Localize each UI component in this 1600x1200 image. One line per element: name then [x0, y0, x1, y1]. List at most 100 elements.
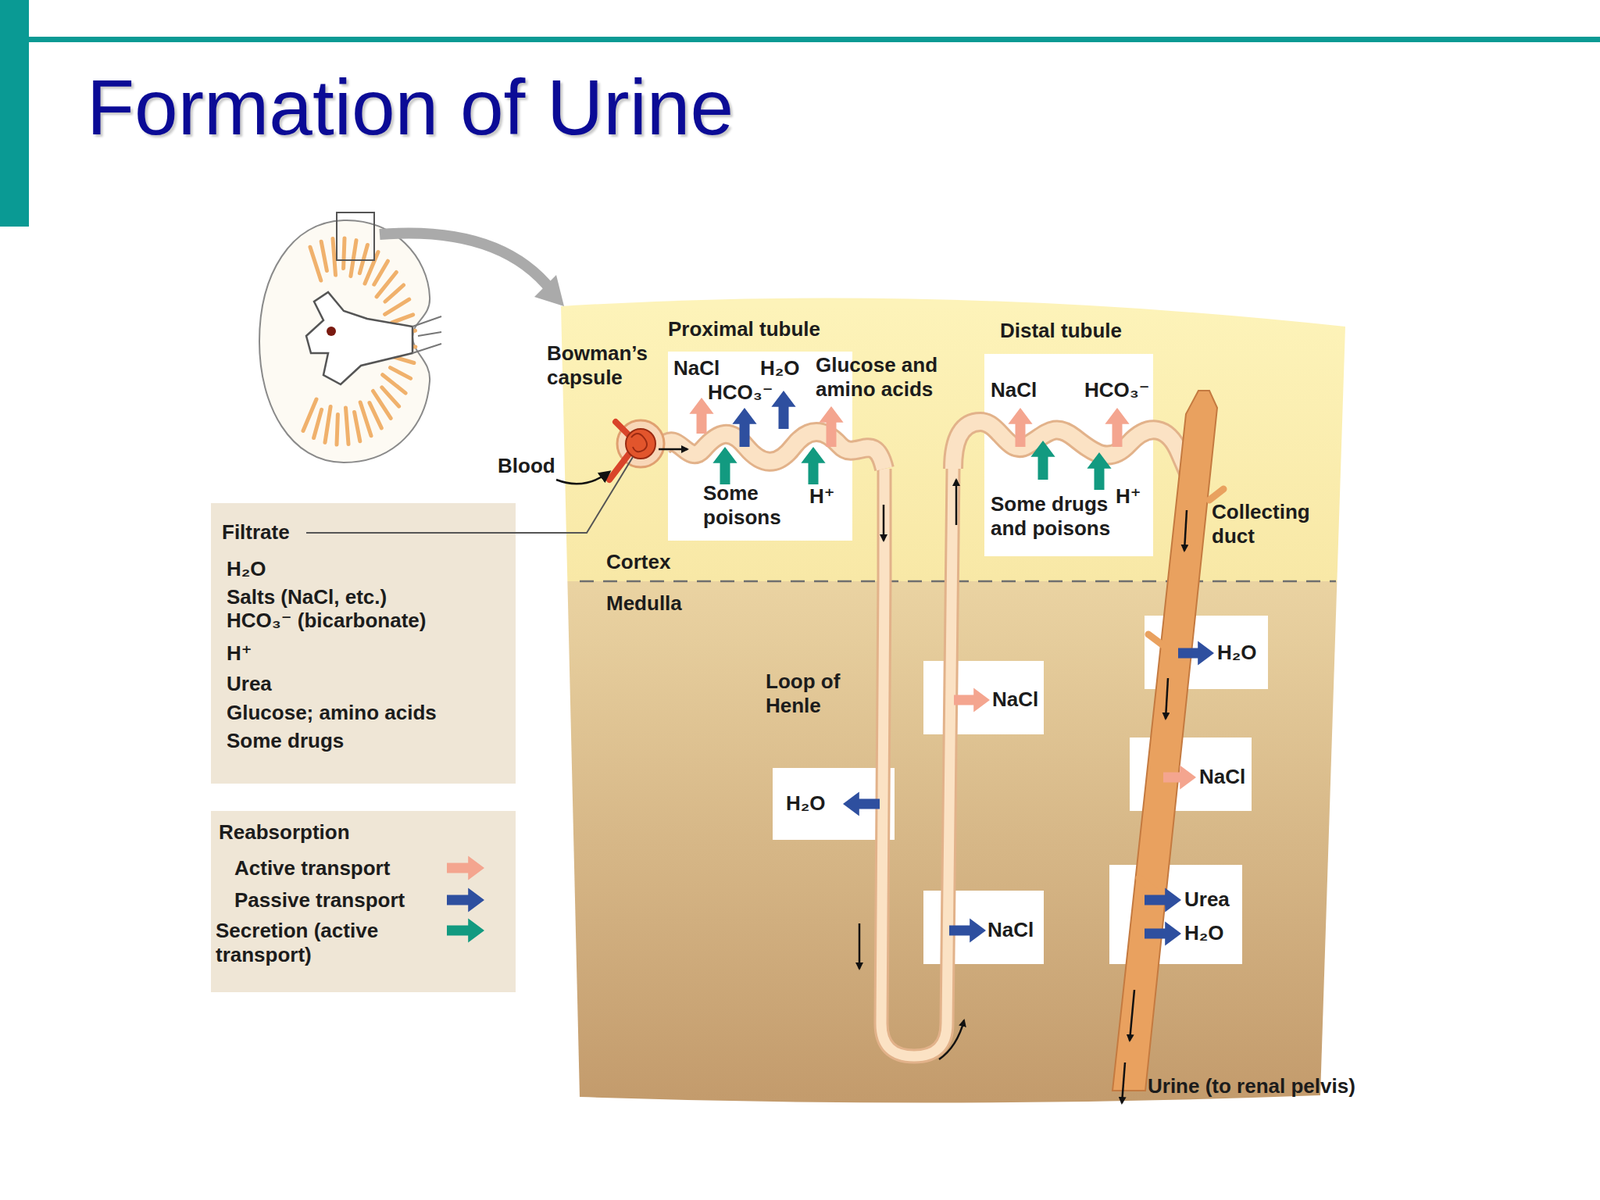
kidney-pyramid — [385, 299, 410, 315]
loop-of-henle — [881, 468, 954, 1057]
box-text: NaCl — [992, 687, 1044, 712]
kidney-pyramids — [303, 238, 416, 445]
accent-line — [28, 36, 1600, 43]
legend-swatch — [442, 885, 490, 915]
part-label: Medulla — [606, 591, 732, 616]
box-text: H₂O — [1217, 640, 1268, 665]
transport-arrow — [771, 390, 796, 429]
transport-arrow — [1163, 764, 1197, 790]
box-text: NaCl — [673, 356, 736, 381]
part-label: Bowman’s capsule — [546, 341, 665, 390]
zoom-square — [336, 212, 375, 261]
transport-box: NaCl — [923, 660, 1044, 735]
flow-arrow — [658, 448, 688, 451]
transport-arrow — [1178, 640, 1215, 665]
box-text: H₂O — [760, 356, 823, 381]
transport-arrow — [1007, 407, 1033, 447]
proximal-tubule-outline — [662, 432, 885, 469]
box-text: NaCl — [990, 378, 1054, 403]
box-text: H₂O — [226, 557, 461, 582]
transport-box: Distal tubuleNaClHCO₃⁻Some drugs and poi… — [984, 353, 1154, 557]
kidney-pyramid — [332, 239, 336, 276]
transport-arrow — [800, 446, 825, 485]
loop-of-henle-outline — [881, 468, 954, 1057]
box-text: Glucose and amino acids — [815, 353, 965, 402]
box-text: HCO₃⁻ — [1084, 378, 1155, 403]
transport-box: H₂O — [772, 767, 895, 840]
kidney-pyramid — [350, 240, 357, 277]
transport-arrows — [689, 390, 1215, 947]
part-label: Loop of Henle — [765, 669, 868, 718]
part-label: Reabsorption — [218, 820, 454, 845]
kidney-pyramid — [310, 246, 322, 281]
kidney-pyramid — [336, 414, 338, 446]
kidney-pyramid — [389, 330, 416, 335]
flow-arrow — [1165, 678, 1168, 719]
leader-line — [306, 457, 633, 533]
legend-swatch — [442, 916, 490, 945]
box-text: H₂O — [785, 791, 838, 816]
bowmans-capsule — [617, 420, 665, 468]
kidney-pyramid — [382, 375, 406, 393]
box-text: H⁺ — [226, 641, 305, 666]
part-label: Collecting duct — [1211, 500, 1329, 549]
box-text: Salts (NaCl, etc.) — [226, 585, 493, 610]
transport-arrow — [732, 407, 757, 447]
flow-arrow — [1129, 989, 1135, 1041]
transport-arrow — [1144, 921, 1182, 946]
flow-arrow — [955, 479, 958, 525]
transport-box: FiltrateH₂OSalts (NaCl, etc.)HCO₃⁻ (bica… — [210, 503, 516, 784]
transport-arrow — [1104, 407, 1129, 447]
box-text: HCO₃⁻ — [707, 380, 786, 405]
ureter — [412, 316, 442, 354]
transport-arrow — [818, 406, 843, 447]
part-label: Cortex — [606, 550, 716, 575]
kidney-pyramid — [392, 314, 414, 323]
box-heading: Proximal tubule — [667, 317, 903, 342]
proximal-tubule — [662, 432, 885, 469]
legend-text: Passive transport — [234, 888, 438, 913]
cortex-medulla-boundary — [579, 580, 1336, 583]
kidney-pyramid — [369, 403, 382, 429]
kidney-section-panel — [560, 298, 1346, 1104]
box-text: Some drugs and poisons — [990, 492, 1116, 541]
flow-arrow — [939, 1020, 965, 1060]
transport-arrow — [842, 791, 880, 816]
kidney-pyramid — [385, 285, 404, 302]
kidney-pyramid — [359, 245, 368, 274]
kidney-pyramid — [373, 391, 392, 419]
legend-text: Secretion (active transport) — [215, 918, 435, 968]
kidney-pyramid — [321, 241, 327, 271]
kidney-pyramid — [393, 345, 416, 347]
box-text: H₂O — [1184, 921, 1236, 946]
kidney-pyramid — [325, 407, 331, 443]
glomerulus-loops — [631, 433, 647, 452]
box-text: HCO₃⁻ (bicarbonate) — [226, 608, 508, 633]
transport-box: NaCl — [1129, 737, 1252, 811]
transport-arrow — [1144, 887, 1182, 912]
transport-box: UreaH₂O — [1109, 864, 1243, 965]
flow-arrow — [858, 923, 861, 969]
transport-arrow — [712, 446, 737, 485]
box-text: Some drugs — [226, 728, 461, 754]
kidney-pyramid — [376, 272, 397, 297]
box-text: NaCl — [987, 917, 1043, 943]
distal-tubule-outline — [953, 421, 1191, 479]
kidney-outline — [259, 220, 430, 463]
kidney-pyramid — [374, 260, 389, 285]
kidney-pyramid — [360, 402, 372, 436]
legend-swatch — [442, 853, 490, 883]
box-text: NaCl — [1199, 764, 1251, 790]
box-text: Some poisons — [703, 481, 790, 530]
kidney-pyramid — [390, 367, 411, 379]
collecting-duct-branch — [1139, 489, 1224, 891]
kidney-dot — [326, 326, 336, 336]
box-heading: Urea — [1184, 887, 1240, 912]
transport-arrow — [1030, 440, 1055, 480]
glomerulus — [625, 428, 656, 459]
transport-box: NaCl — [923, 890, 1044, 965]
accent-bar — [0, 0, 29, 227]
kidney-pyramid — [388, 355, 415, 364]
